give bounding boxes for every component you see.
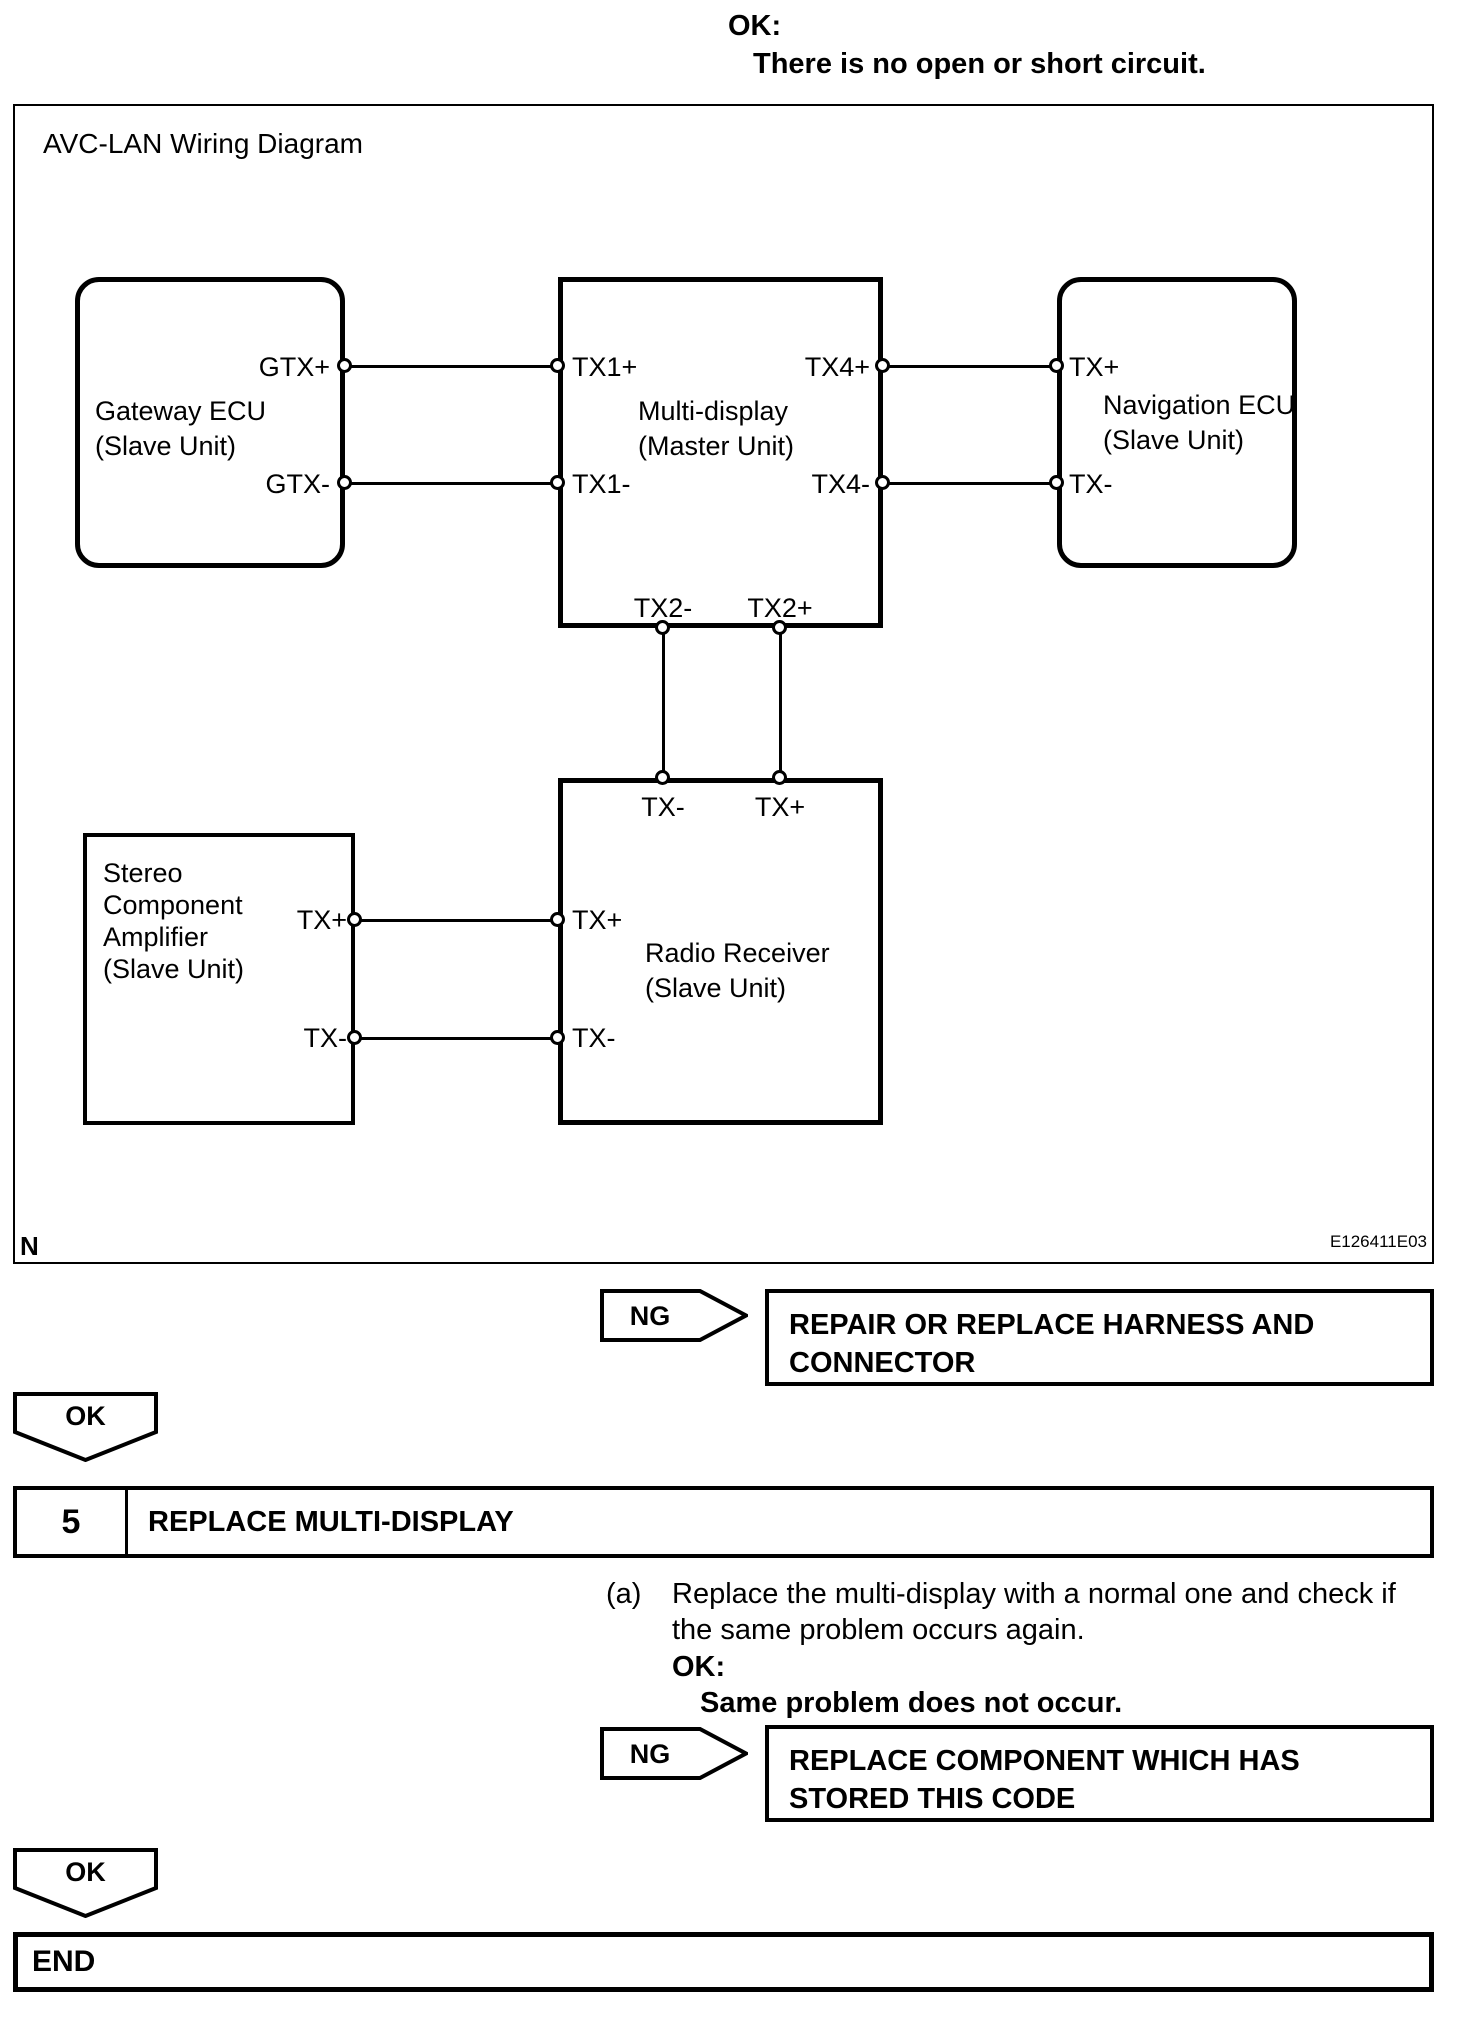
pin-node-gtx-plus [337,358,352,373]
gateway-ecu-name: Gateway ECU [95,396,267,426]
multi-display-box [558,277,883,628]
pin-label-tx1-plus: TX1+ [572,352,638,382]
pin-node-nav-tx-minus [1049,475,1064,490]
pin-node-tx1-minus [550,475,565,490]
figure-code: E126411E03 [1329,1232,1427,1251]
wire-stereo-tx-plus [355,919,558,922]
ng2-action-line1: REPLACE COMPONENT WHICH HAS [789,1745,1300,1777]
end-box: END [13,1932,1434,1992]
pin-label-tx2-plus: TX2+ [747,593,813,623]
ng1-action-box: REPAIR OR REPLACE HARNESS AND CONNECTOR [765,1289,1434,1386]
instruction-ok-text: Same problem does not occur. [700,1687,1123,1719]
pin-label-gtx-minus: GTX- [265,469,331,499]
multi-display-name: Multi-display [638,396,789,426]
pin-node-tx1-plus [550,358,565,373]
instruction-ok-label: OK: [672,1651,726,1683]
pin-node-tx4-minus [875,475,890,490]
pin-label-gtx-plus: GTX+ [258,352,330,382]
pin-node-radio-top-tx-minus [655,770,670,785]
stereo-amplifier-box [83,833,355,1125]
gateway-ecu-sub: (Slave Unit) [95,431,237,461]
navigation-ecu-sub: (Slave Unit) [1103,425,1245,455]
wire-tx4-plus-tx-plus [883,365,1057,368]
ng2-action-box: REPLACE COMPONENT WHICH HAS STORED THIS … [765,1725,1434,1822]
ng-arrow-1-shape [600,1289,748,1342]
pin-label-stereo-tx-plus: TX+ [296,905,347,935]
pin-label-radio-left-tx-plus: TX+ [572,905,623,935]
pin-node-tx4-plus [875,358,890,373]
pin-node-stereo-tx-minus [347,1030,362,1045]
pin-label-tx4-plus: TX4+ [804,352,870,382]
ng1-action-line1: REPAIR OR REPLACE HARNESS AND [789,1309,1315,1341]
ok-arrow-1-label: OK [65,1401,106,1431]
gateway-ecu-box [75,277,345,568]
stereo-name-line1: Stereo [103,858,183,888]
pin-node-radio-top-tx-plus [772,770,787,785]
ok-arrow-2-label: OK [65,1857,106,1887]
ng-arrow-2: NG [600,1727,748,1780]
ng-arrow-1: NG [600,1289,748,1342]
pin-node-radio-left-tx-minus [550,1030,565,1045]
navigation-ecu-box [1057,277,1297,568]
radio-receiver-sub: (Slave Unit) [645,973,787,1003]
pin-node-tx2-minus [655,620,670,635]
ng-arrow-2-shape [600,1727,748,1780]
pin-label-nav-tx-minus: TX- [1069,469,1113,499]
ng-arrow-2-label: NG [629,1739,671,1769]
wire-stereo-tx-minus [355,1037,558,1040]
radio-receiver-name: Radio Receiver [645,938,830,968]
ng-arrow-1-label: NG [629,1301,671,1331]
stereo-sub: (Slave Unit) [103,954,245,984]
stereo-name-line3: Amplifier [103,922,209,952]
pin-label-tx1-minus: TX1- [572,469,631,499]
ok-arrow-1: OK [13,1392,158,1462]
pin-node-stereo-tx-plus [347,912,362,927]
instruction-line1: Replace the multi-display with a normal … [672,1578,1396,1610]
pin-node-tx2-plus [772,620,787,635]
wire-tx2-plus-radio [779,628,782,778]
stereo-name-line2: Component [103,890,243,920]
pin-label-tx2-minus: TX2- [633,593,693,623]
pin-node-gtx-minus [337,475,352,490]
wire-gtx-minus-tx1-minus [345,482,558,485]
instruction-line2: the same problem occurs again. [672,1614,1085,1646]
pin-label-nav-tx-plus: TX+ [1069,352,1120,382]
pin-label-radio-top-tx-plus: TX+ [754,792,806,822]
wire-tx2-minus-radio [662,628,665,778]
pin-label-tx4-minus: TX4- [811,469,870,499]
end-label: END [32,1945,96,1978]
wire-tx4-minus-tx-minus [883,482,1057,485]
ok-arrow-1-shape [13,1392,158,1462]
step-title: REPLACE MULTI-DISPLAY [148,1505,514,1538]
wire-gtx-plus-tx1-plus [345,365,558,368]
pin-node-nav-tx-plus [1049,358,1064,373]
instruction-marker: (a) [606,1578,642,1610]
pin-label-radio-left-tx-minus: TX- [572,1023,616,1053]
radio-receiver-box [558,778,883,1125]
multi-display-sub: (Master Unit) [638,431,795,461]
diagram-corner-mark: N [20,1231,39,1261]
ok-arrow-2-shape [13,1848,158,1918]
top-ok-text: There is no open or short circuit. [753,48,1206,80]
step-number: 5 [17,1490,128,1554]
ng1-action-line2: CONNECTOR [789,1347,976,1379]
navigation-ecu-name: Navigation ECU [1103,390,1296,420]
ng2-action-line2: STORED THIS CODE [789,1783,1076,1815]
pin-node-radio-left-tx-plus [550,912,565,927]
pin-label-radio-top-tx-minus: TX- [641,792,685,822]
top-ok-label: OK: [728,10,782,42]
pin-label-stereo-tx-minus: TX- [303,1023,348,1053]
ok-arrow-2: OK [13,1848,158,1918]
step-bar: 5 REPLACE MULTI-DISPLAY [13,1486,1434,1558]
diagram-title: AVC-LAN Wiring Diagram [43,128,363,159]
